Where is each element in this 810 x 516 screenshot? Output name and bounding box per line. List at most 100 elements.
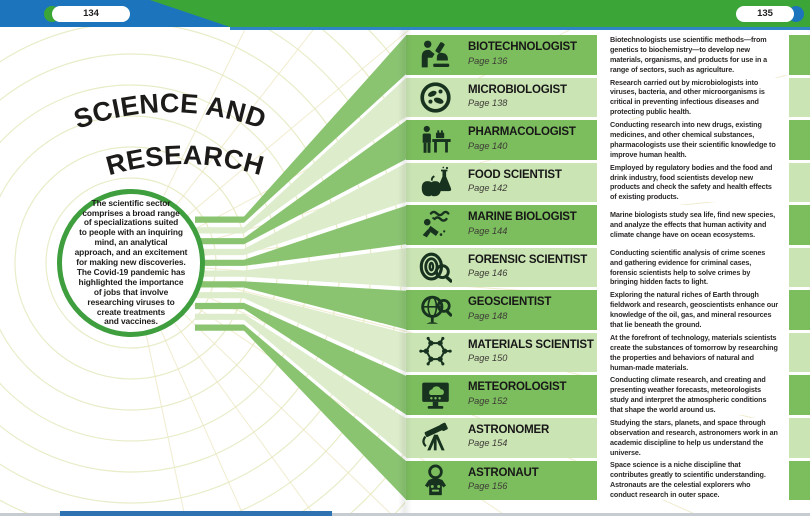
career-titles: BIOTECHNOLOGIST Page 136 bbox=[468, 35, 597, 66]
career-titles: FOOD SCIENTIST Page 142 bbox=[468, 163, 597, 194]
career-title: FOOD SCIENTIST bbox=[468, 168, 562, 181]
career-description-box: Studying the stars, planets, and space t… bbox=[597, 418, 789, 458]
career-description: Conducting research into new drugs, exis… bbox=[610, 120, 776, 159]
career-description-box: Conducting climate research, and creatin… bbox=[597, 375, 789, 415]
career-description-box: Employed by regulatory bodies and the fo… bbox=[597, 163, 789, 203]
career-description: Space science is a niche discipline that… bbox=[610, 460, 766, 500]
career-description: Studying the stars, planets, and space t… bbox=[610, 417, 778, 457]
career-edge-strip bbox=[789, 290, 810, 330]
career-page-ref: Page 142 bbox=[468, 183, 508, 194]
page-gutter bbox=[398, 0, 412, 516]
career-band: MICROBIOLOGIST Page 138 bbox=[406, 77, 597, 118]
career-page-ref: Page 152 bbox=[468, 395, 508, 406]
career-description: Biotechnologists use scientific methods—… bbox=[610, 34, 768, 74]
career-band: FOOD SCIENTIST Page 142 bbox=[406, 162, 597, 203]
career-description: Conducting scientific analysis of crime … bbox=[610, 247, 766, 287]
career-band: PHARMACOLOGIST Page 140 bbox=[406, 120, 597, 160]
career-page-ref: Page 136 bbox=[468, 55, 508, 66]
career-description: At the forefront of technology, material… bbox=[610, 332, 778, 372]
astronaut-suit-icon bbox=[419, 464, 452, 497]
fingerprint-magnifier-icon bbox=[419, 251, 452, 284]
career-description: Research carried out by microbiologists … bbox=[610, 77, 765, 117]
career-edge-strip bbox=[789, 77, 810, 118]
career-description-box: At the forefront of technology, material… bbox=[597, 333, 789, 373]
career-page-ref: Page 154 bbox=[468, 438, 508, 449]
career-row: MATERIALS SCIENTIST Page 150 At the fore… bbox=[406, 333, 810, 373]
career-description-box: Biotechnologists use scientific methods—… bbox=[597, 35, 789, 75]
career-description-box: Space science is a niche discipline that… bbox=[597, 460, 789, 501]
career-edge-strip bbox=[789, 375, 810, 415]
career-page-ref: Page 150 bbox=[468, 353, 508, 364]
career-edge-strip bbox=[789, 35, 810, 75]
career-description: Marine biologists study sea life, find n… bbox=[610, 210, 776, 239]
career-page-ref: Page 146 bbox=[468, 268, 508, 279]
career-title: MARINE BIOLOGIST bbox=[468, 211, 577, 224]
career-description-box: Conducting research into new drugs, exis… bbox=[597, 120, 789, 160]
career-edge-strip bbox=[789, 205, 810, 245]
career-titles: METEOROLOGIST Page 152 bbox=[468, 375, 597, 406]
career-row: BIOTECHNOLOGIST Page 136 Biotechnologist… bbox=[406, 35, 810, 75]
career-titles: MATERIALS SCIENTIST Page 150 bbox=[468, 333, 597, 364]
career-titles: FORENSIC SCIENTIST Page 146 bbox=[468, 248, 597, 279]
pharmacologist-desk-icon bbox=[419, 123, 452, 156]
career-description-box: Marine biologists study sea life, find n… bbox=[597, 205, 789, 245]
career-edge-strip bbox=[789, 120, 810, 160]
career-titles: MICROBIOLOGIST Page 138 bbox=[468, 78, 597, 109]
career-page-ref: Page 140 bbox=[468, 140, 508, 151]
book-bottom-edge bbox=[0, 512, 810, 516]
career-band: ASTRONAUT Page 156 bbox=[406, 460, 597, 501]
intro-circle: The scientific sector comprises a broad … bbox=[57, 189, 205, 337]
career-title: PHARMACOLOGIST bbox=[468, 126, 576, 139]
career-band: ASTRONOMER Page 154 bbox=[406, 417, 597, 458]
scientist-microscope-icon bbox=[419, 38, 452, 71]
career-title: BIOTECHNOLOGIST bbox=[468, 41, 577, 53]
career-band: FORENSIC SCIENTIST Page 146 bbox=[406, 247, 597, 288]
career-edge-strip bbox=[789, 460, 810, 501]
career-edge-strip bbox=[789, 332, 810, 373]
career-title: ASTRONOMER bbox=[468, 423, 550, 436]
book-bottom-edge-blue bbox=[60, 511, 332, 516]
career-edge-strip bbox=[789, 162, 810, 203]
career-band: GEOSCIENTIST Page 148 bbox=[406, 290, 597, 330]
career-row: MICROBIOLOGIST Page 138 Research carried… bbox=[406, 78, 810, 118]
career-band: MATERIALS SCIENTIST Page 150 bbox=[406, 332, 597, 373]
career-description: Exploring the natural riches of Earth th… bbox=[610, 290, 779, 329]
scuba-diver-icon bbox=[419, 208, 452, 241]
career-row: PHARMACOLOGIST Page 140 Conducting resea… bbox=[406, 120, 810, 160]
career-titles: GEOSCIENTIST Page 148 bbox=[468, 290, 597, 321]
weather-monitor-icon bbox=[419, 379, 452, 412]
petri-dish-icon bbox=[419, 81, 452, 114]
career-title: MICROBIOLOGIST bbox=[468, 83, 567, 96]
career-row: ASTRONAUT Page 156 Space science is a ni… bbox=[406, 460, 810, 501]
career-row: FOOD SCIENTIST Page 142 Employed by regu… bbox=[406, 163, 810, 203]
career-row: METEOROLOGIST Page 152 Conducting climat… bbox=[406, 375, 810, 415]
career-title: MATERIALS SCIENTIST bbox=[468, 338, 594, 351]
career-band: MARINE BIOLOGIST Page 144 bbox=[406, 205, 597, 245]
career-band: BIOTECHNOLOGIST Page 136 bbox=[406, 35, 597, 75]
career-description-box: Conducting scientific analysis of crime … bbox=[597, 248, 789, 288]
career-row: ASTRONOMER Page 154 Studying the stars, … bbox=[406, 418, 810, 458]
career-edge-strip bbox=[789, 247, 810, 288]
intro-text: The scientific sector comprises a broad … bbox=[74, 197, 188, 327]
career-titles: ASTRONAUT Page 156 bbox=[468, 461, 597, 492]
career-description-box: Exploring the natural riches of Earth th… bbox=[597, 290, 789, 330]
career-titles: PHARMACOLOGIST Page 140 bbox=[468, 120, 597, 151]
career-title: FORENSIC SCIENTIST bbox=[468, 253, 588, 266]
career-page-ref: Page 148 bbox=[468, 310, 508, 321]
molecule-icon bbox=[419, 336, 452, 369]
career-page-ref: Page 144 bbox=[468, 225, 508, 236]
globe-magnifier-icon bbox=[419, 294, 452, 327]
career-row: MARINE BIOLOGIST Page 144 Marine biologi… bbox=[406, 205, 810, 245]
career-page-ref: Page 156 bbox=[468, 481, 508, 491]
career-description: Conducting climate research, and creatin… bbox=[610, 375, 767, 415]
career-edge-strip bbox=[789, 417, 810, 458]
career-row: GEOSCIENTIST Page 148 Exploring the natu… bbox=[406, 290, 810, 330]
career-row: FORENSIC SCIENTIST Page 146 Conducting s… bbox=[406, 248, 810, 288]
career-band: METEOROLOGIST Page 152 bbox=[406, 375, 597, 415]
career-title: GEOSCIENTIST bbox=[468, 296, 552, 309]
career-title: ASTRONAUT bbox=[468, 466, 539, 479]
apple-flask-icon bbox=[419, 166, 452, 199]
career-titles: MARINE BIOLOGIST Page 144 bbox=[468, 205, 597, 236]
